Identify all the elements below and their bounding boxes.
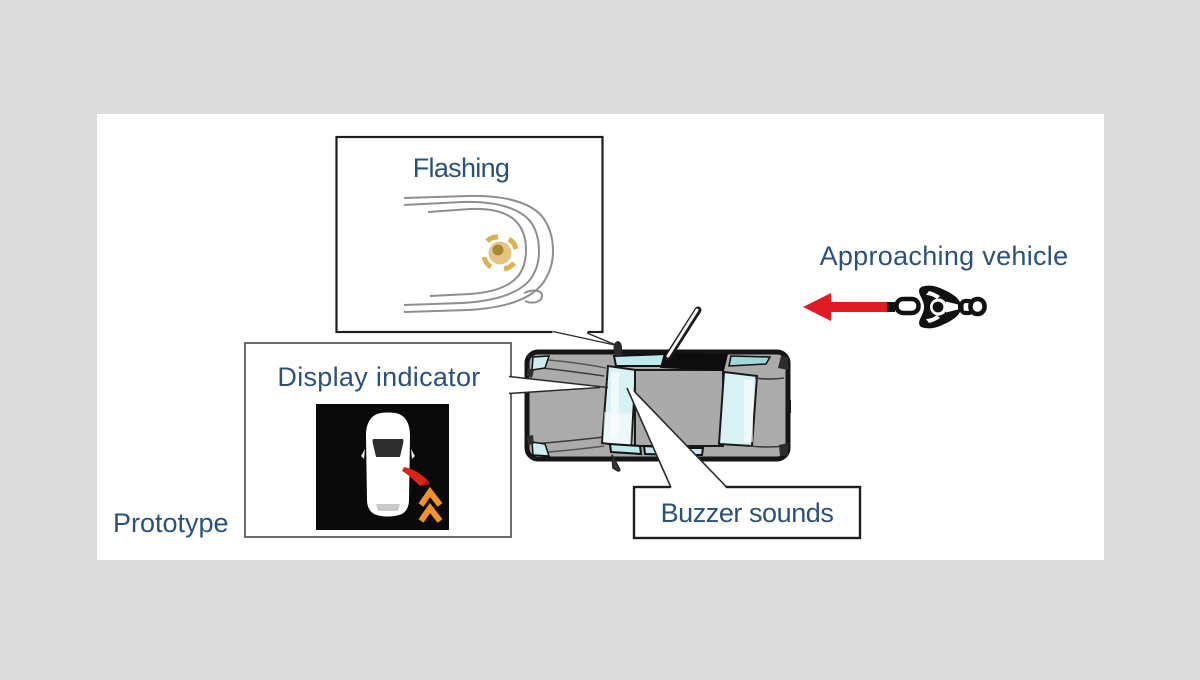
svg-text:Flashing: Flashing [413,153,509,183]
svg-text:Prototype: Prototype [113,508,229,538]
svg-text:Display indicator: Display indicator [277,362,480,392]
svg-text:Buzzer sounds: Buzzer sounds [661,498,834,528]
svg-text:Approaching vehicle: Approaching vehicle [820,241,1069,271]
